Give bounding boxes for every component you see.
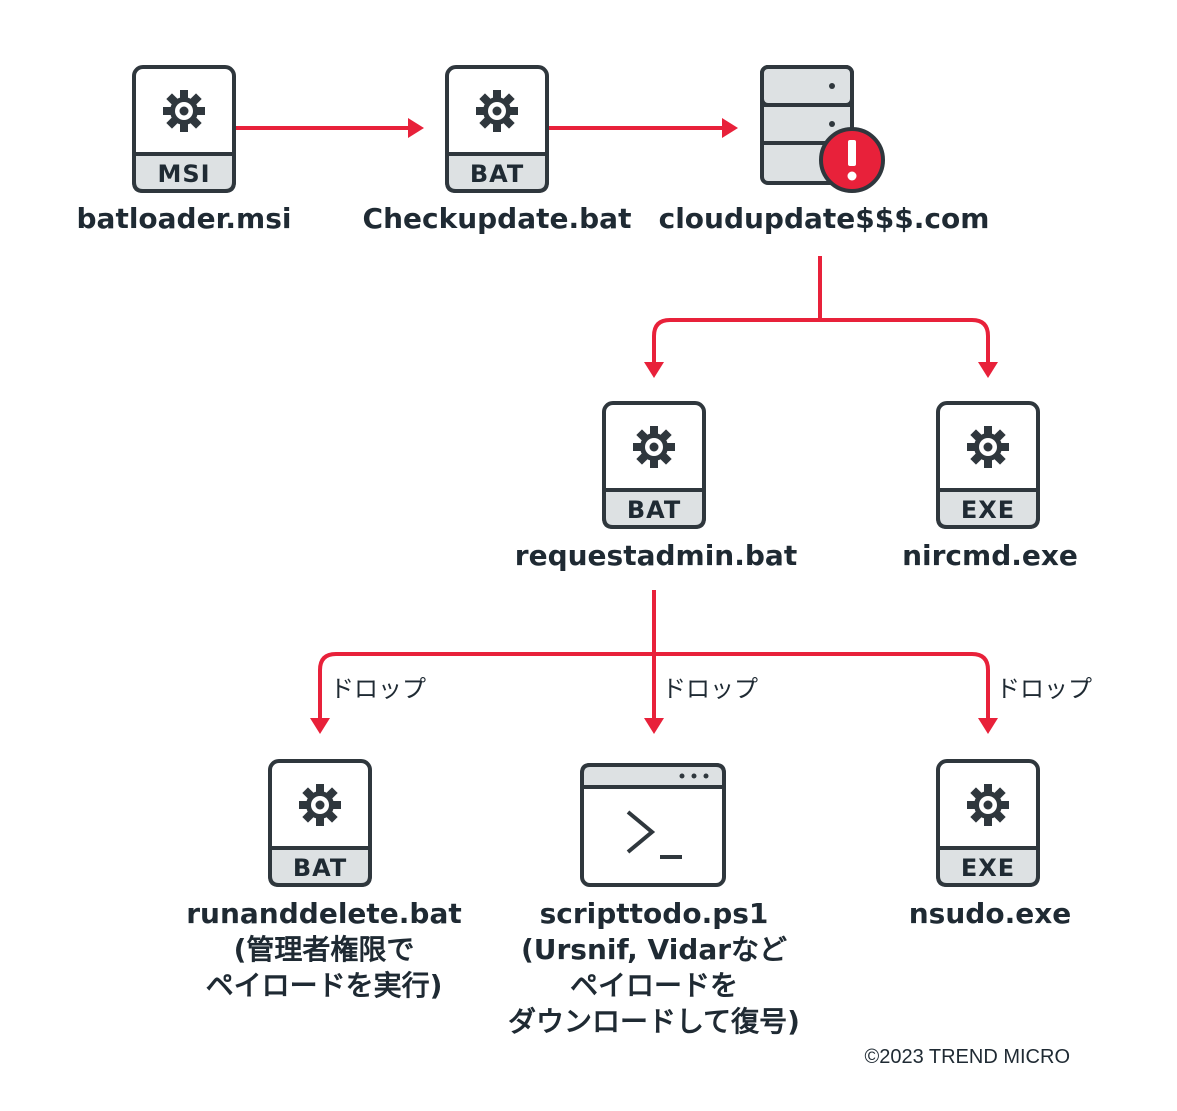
gear-icon (476, 90, 518, 132)
node-label: nircmd.exe (902, 539, 1078, 572)
copyright: ©2023 TREND MICRO (864, 1046, 1070, 1068)
node-label-line-1: runanddelete.bat (186, 897, 462, 930)
msi-file-icon: MSI (132, 65, 236, 193)
node-batloader: MSI batloader.msi (77, 65, 292, 235)
edge-checkupdate-to-cloudupdate (548, 118, 738, 138)
node-cloudupdate: cloudupdate$$$.com (659, 65, 990, 235)
gear-icon (633, 426, 675, 468)
gear-icon (967, 426, 1009, 468)
node-label: nsudo.exe (909, 897, 1072, 930)
node-label-line-3: ペイロードを (570, 969, 738, 1002)
file-type-tag: BAT (470, 160, 524, 188)
node-label-line-1: scripttodo.ps1 (540, 897, 769, 930)
file-type-tag: EXE (961, 496, 1015, 524)
node-nircmd: EXE nircmd.exe (902, 401, 1078, 572)
gear-icon (299, 784, 341, 826)
exe-file-icon: EXE (936, 401, 1040, 529)
file-type-tag: EXE (961, 854, 1015, 882)
node-label: cloudupdate$$$.com (659, 202, 990, 235)
edge-batloader-to-checkupdate (234, 118, 424, 138)
file-type-tag: BAT (293, 854, 347, 882)
node-runanddelete: BAT runanddelete.bat (管理者権限で ペイロードを実行) (186, 759, 462, 1002)
drop-label-nsudo: ドロップ (996, 675, 1092, 703)
node-label-line-2: (管理者権限で (234, 933, 415, 966)
bat-file-icon: BAT (602, 401, 706, 529)
drop-label-scripttodo: ドロップ (662, 675, 758, 703)
node-nsudo: EXE nsudo.exe (909, 759, 1072, 930)
edge-cloudupdate-branch (644, 256, 998, 378)
node-label: Checkupdate.bat (363, 202, 632, 235)
bat-file-icon: BAT (268, 759, 372, 887)
edge-requestadmin-branch (310, 590, 998, 734)
file-type-tag: MSI (157, 160, 210, 188)
bat-file-icon: BAT (445, 65, 549, 193)
node-label-line-2: (Ursnif, Vidarなど (521, 933, 787, 966)
terminal-window-icon (580, 763, 726, 887)
exe-file-icon: EXE (936, 759, 1040, 887)
node-requestadmin: BAT requestadmin.bat (515, 401, 797, 572)
node-checkupdate: BAT Checkupdate.bat (363, 65, 632, 235)
node-label-line-4: ダウンロードして復号) (508, 1005, 800, 1038)
gear-icon (163, 90, 205, 132)
node-label: requestadmin.bat (515, 539, 797, 572)
node-label: batloader.msi (77, 202, 292, 235)
server-alert-icon (760, 65, 885, 193)
node-label-line-3: ペイロードを実行) (206, 969, 443, 1002)
drop-label-runanddelete: ドロップ (330, 675, 426, 703)
gear-icon (967, 784, 1009, 826)
file-type-tag: BAT (627, 496, 681, 524)
node-scripttodo: scripttodo.ps1 (Ursnif, Vidarなど ペイロードを ダ… (508, 763, 800, 1038)
